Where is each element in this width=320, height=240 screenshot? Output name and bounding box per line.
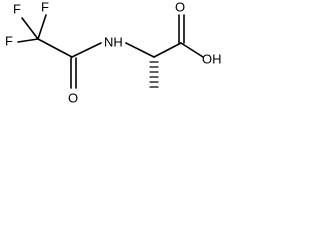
- atom-label-f-top-left: F: [13, 1, 21, 16]
- bond-carboxyl-carbon-to-oh: [180, 42, 204, 58]
- atom-label-f-top-right: F: [41, 0, 49, 14]
- stereo-hashed-bond-methyl: [149, 61, 159, 88]
- chemical-structure: F F F NH O O OH: [5, 0, 222, 105]
- bond-alpha-carbon-to-carboxyl-carbon: [153, 42, 182, 58]
- bond-cf3-to-f-left: [17, 38, 39, 43]
- atom-label-f-left: F: [5, 33, 13, 48]
- bond-cf3-to-amide-carbon: [37, 38, 73, 58]
- bond-cf3-to-f-top-right: [37, 14, 47, 40]
- atom-label-amide-oxygen: O: [68, 90, 78, 105]
- bond-amide-carbon-to-nh: [71, 42, 102, 58]
- bond-cf3-to-f-top-left: [21, 17, 39, 40]
- bond-nh-to-alpha-carbon: [125, 42, 155, 58]
- atom-label-acid-carbonyl-oxygen: O: [175, 0, 185, 14]
- atom-label-amide-nh: NH: [104, 34, 123, 49]
- atom-label-acid-hydroxyl: OH: [202, 51, 222, 66]
